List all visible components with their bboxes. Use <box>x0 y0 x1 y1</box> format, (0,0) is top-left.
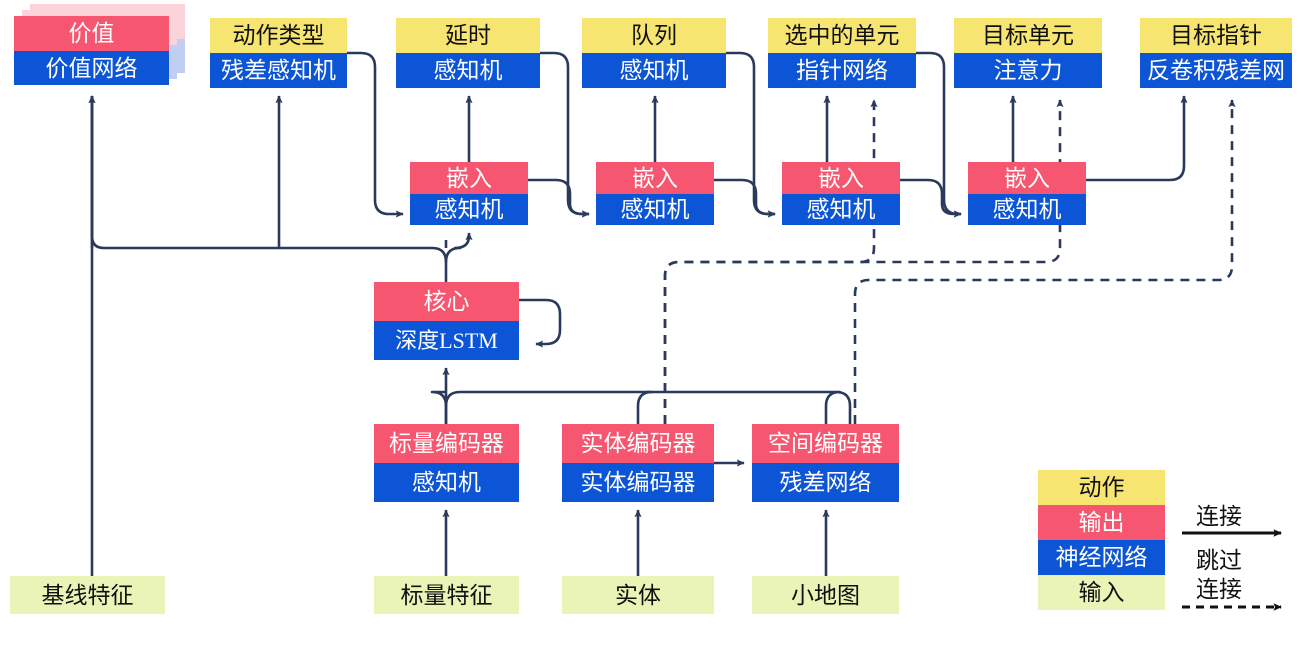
head-target-point[interactable]: 目标指针反卷积残差网 <box>1140 18 1292 88</box>
target-unit-top-label: 目标单元 <box>954 18 1102 53</box>
value-bottom-label: 价值网络 <box>14 51 169 85</box>
scalar-features-label: 标量特征 <box>374 576 519 614</box>
wire-embed1-to-embed2 <box>528 178 590 218</box>
encoder-spatial-encoder[interactable]: 空间编码器残差网络 <box>752 424 899 502</box>
baseline-features-label: 基线特征 <box>10 576 165 614</box>
embed-embed-4[interactable]: 嵌入感知机 <box>968 162 1086 225</box>
action-type-top-label: 动作类型 <box>210 18 347 53</box>
wire-embed3-to-embed4 <box>900 178 962 218</box>
legend-skip-label-line2: 连接 <box>1196 577 1242 602</box>
selected-units-bottom-label: 指针网络 <box>768 53 916 88</box>
wire-selected-to-embed4 <box>916 51 962 218</box>
delay-bottom-label: 感知机 <box>396 53 540 88</box>
wire-entityenc-to-bus <box>636 390 654 424</box>
spatial-encoder-bottom-label: 残差网络 <box>752 463 899 502</box>
embed-3-top-label: 嵌入 <box>782 162 900 194</box>
input-baseline-features[interactable]: 基线特征 <box>10 576 165 614</box>
embed-embed-2[interactable]: 嵌入感知机 <box>596 162 714 225</box>
head-action-type[interactable]: 动作类型残差感知机 <box>210 18 347 88</box>
entities-label: 实体 <box>562 576 714 614</box>
embed-embed-1[interactable]: 嵌入感知机 <box>410 162 528 225</box>
input-minimap[interactable]: 小地图 <box>752 576 899 614</box>
legend-input: 输入 <box>1038 575 1165 610</box>
wire-queue-to-embed3 <box>726 51 776 218</box>
queue-bottom-label: 感知机 <box>582 53 726 88</box>
wire-embed2-to-embed3 <box>714 178 776 218</box>
embed-1-top-label: 嵌入 <box>410 162 528 194</box>
legend-arrow-group <box>1182 529 1283 611</box>
embed-1-bottom-label: 感知机 <box>410 194 528 225</box>
head-delay[interactable]: 延时感知机 <box>396 18 540 88</box>
embed-2-bottom-label: 感知机 <box>596 194 714 225</box>
core-core[interactable]: 核心深度LSTM <box>374 282 519 360</box>
embed-3-bottom-label: 感知机 <box>782 194 900 225</box>
minimap-label: 小地图 <box>752 576 899 614</box>
wire-embed4-to-targetpoint <box>1086 95 1188 182</box>
wire-spatialenc-to-bus <box>824 390 842 424</box>
target-unit-bottom-label: 注意力 <box>954 53 1102 88</box>
entity-encoder-top-label: 实体编码器 <box>562 424 714 463</box>
embed-4-top-label: 嵌入 <box>968 162 1086 194</box>
input-scalar-features[interactable]: 标量特征 <box>374 576 519 614</box>
spatial-encoder-top-label: 空间编码器 <box>752 424 899 463</box>
delay-top-label: 延时 <box>396 18 540 53</box>
entity-encoder-bottom-label: 实体编码器 <box>562 463 714 502</box>
encoder-entity-encoder[interactable]: 实体编码器实体编码器 <box>562 424 714 502</box>
head-queue[interactable]: 队列感知机 <box>582 18 726 88</box>
encoder-scalar-encoder[interactable]: 标量编码器感知机 <box>374 424 519 502</box>
core-bottom-label: 深度LSTM <box>374 321 519 360</box>
legend-color-key: 动作输出神经网络输入 <box>1038 470 1165 610</box>
action-type-bottom-label: 残差感知机 <box>210 53 347 88</box>
legend-network: 神经网络 <box>1038 540 1165 575</box>
queue-top-label: 队列 <box>582 18 726 53</box>
target-point-bottom-label: 反卷积残差网 <box>1140 53 1292 88</box>
head-value[interactable]: 价值价值网络 <box>14 16 169 85</box>
head-target-unit[interactable]: 目标单元注意力 <box>954 18 1102 88</box>
legend-skip-label-line1: 跳过 <box>1196 548 1242 573</box>
input-entities[interactable]: 实体 <box>562 576 714 614</box>
embed-2-top-label: 嵌入 <box>596 162 714 194</box>
selected-units-top-label: 选中的单元 <box>768 18 916 53</box>
skip-entity-to-targetunit <box>663 99 1064 424</box>
scalar-encoder-top-label: 标量编码器 <box>374 424 519 463</box>
wire-core-recurrent <box>519 298 562 348</box>
wire-core-to-bus <box>104 246 448 282</box>
embed-4-bottom-label: 感知机 <box>968 194 1086 225</box>
wire-actiontype-to-embed1 <box>347 51 404 218</box>
core-top-label: 核心 <box>374 282 519 321</box>
target-point-top-label: 目标指针 <box>1140 18 1292 53</box>
legend-action: 动作 <box>1038 470 1165 505</box>
wire-delay-to-embed2 <box>540 51 590 218</box>
skip-spatial-to-targetpoint <box>853 99 1236 424</box>
wire-encoder-bus <box>444 390 852 424</box>
legend-connection-label: 连接 <box>1196 504 1242 529</box>
legend-output: 输出 <box>1038 505 1165 540</box>
embed-embed-3[interactable]: 嵌入感知机 <box>782 162 900 225</box>
value-top-label: 价值 <box>14 16 169 51</box>
scalar-encoder-bottom-label: 感知机 <box>374 463 519 502</box>
head-selected-units[interactable]: 选中的单元指针网络 <box>768 18 916 88</box>
